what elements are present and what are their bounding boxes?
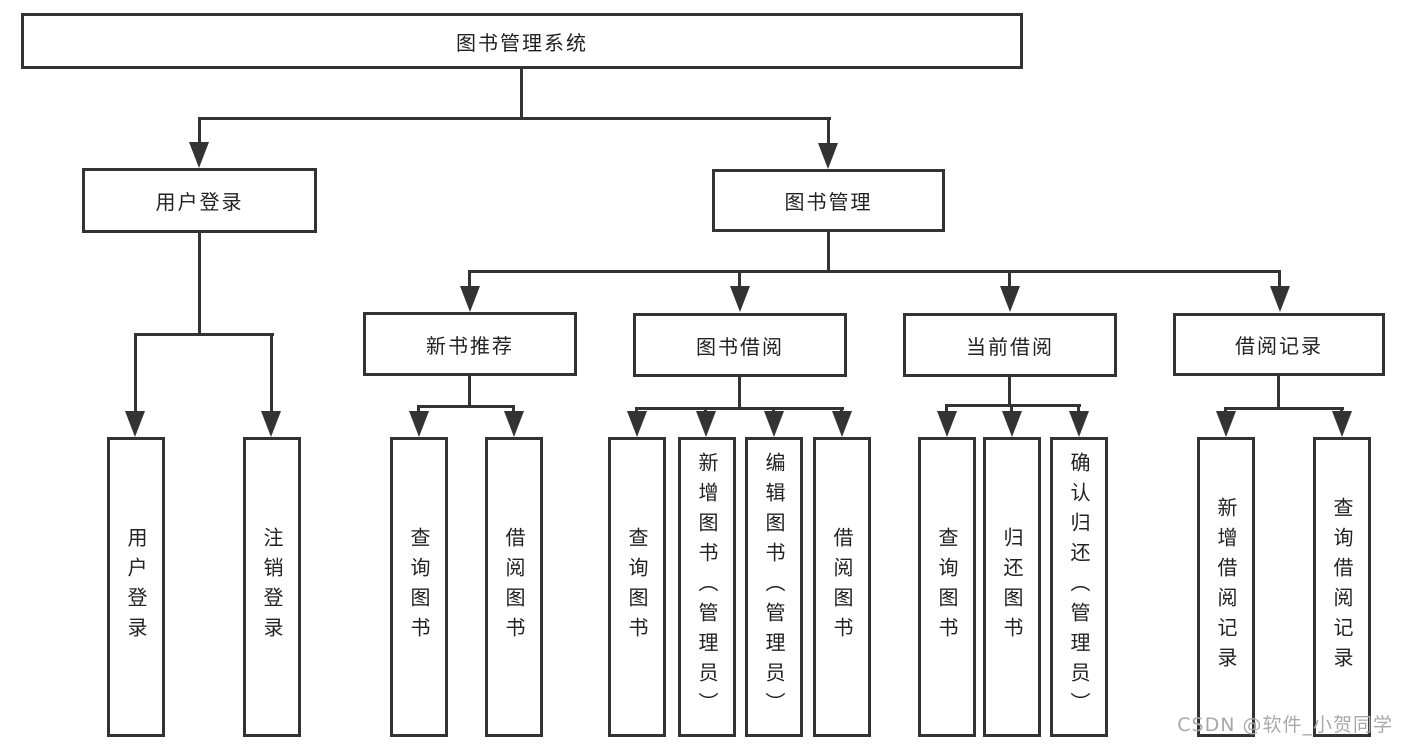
connector-line [1278,270,1281,290]
connector-line [1224,407,1344,410]
arrow-down-icon [504,411,524,437]
arrow-down-icon [832,411,852,437]
arrow-down-icon [189,142,209,168]
node-book-borrowing: 图书借阅 [633,313,847,377]
node-label: 确认归还（管理员） [1067,452,1091,722]
connector-line [1077,404,1080,414]
node-query-books-recommend: 查询图书 [390,437,448,737]
node-current-borrowing: 当前借阅 [903,313,1117,377]
arrow-down-icon [125,411,145,437]
node-borrow-books-recommend: 借阅图书 [485,437,543,737]
connector-line [512,405,515,415]
arrow-down-icon [818,143,838,169]
node-label: 借阅图书 [502,527,526,647]
node-label: 新增借阅记录 [1214,497,1238,677]
node-query-borrow-record: 查询借阅记录 [1313,437,1371,737]
node-label: 归还图书 [1000,527,1024,647]
node-confirm-return-admin: 确认归还（管理员） [1050,437,1108,737]
arrow-down-icon [627,411,647,437]
node-new-book-recommend: 新书推荐 [363,312,577,376]
node-user-login-leaf: 用户登录 [107,437,165,737]
node-label: 借阅图书 [830,527,854,647]
connector-line [417,405,420,415]
connector-line [468,374,471,408]
connector-line [134,333,137,415]
connector-line [945,404,1081,407]
arrow-down-icon [1270,286,1290,312]
connector-line [134,333,274,336]
node-add-books-admin: 新增图书（管理员） [678,437,736,737]
node-edit-books-admin: 编辑图书（管理员） [745,437,803,737]
node-label: 查询借阅记录 [1330,497,1354,677]
node-query-books-current: 查询图书 [918,437,976,737]
arrow-down-icon [1216,411,1236,437]
node-label: 新增图书（管理员） [695,452,719,722]
arrow-down-icon [937,411,957,437]
node-label: 图书管理系统 [456,30,588,55]
connector-line [635,407,844,410]
connector-line [417,405,515,408]
connector-line [827,117,830,145]
connector-line [1277,374,1280,410]
arrow-down-icon [764,411,784,437]
connector-line [945,404,948,414]
node-label: 查询图书 [625,527,649,647]
arrow-down-icon [1332,411,1352,437]
arrow-down-icon [696,411,716,437]
node-add-borrow-record: 新增借阅记录 [1197,437,1255,737]
node-label: 当前借阅 [966,334,1054,359]
node-label: 用户登录 [155,190,244,214]
node-user-login: 用户登录 [82,168,317,233]
arrow-down-icon [261,411,281,437]
node-label: 借阅记录 [1235,334,1323,358]
connector-line [1008,375,1011,407]
arrow-down-icon [730,286,750,312]
node-borrowing-records: 借阅记录 [1173,313,1385,376]
node-query-books-borrowing: 查询图书 [608,437,666,737]
arrow-down-icon [1002,411,1022,437]
node-label: 新书推荐 [426,333,514,358]
connector-line [1008,270,1011,290]
node-label: 图书管理 [784,190,873,214]
connector-line [738,375,741,410]
connector-line [198,117,831,120]
node-label: 注销登录 [260,527,284,647]
node-label: 图书借阅 [696,334,784,359]
connector-line [270,333,273,415]
arrow-down-icon [1000,286,1020,312]
node-book-management: 图书管理 [712,169,945,232]
node-borrow-books-borrowing: 借阅图书 [813,437,871,737]
connector-line [198,117,201,145]
arrow-down-icon [1069,411,1089,437]
node-library-management-system: 图书管理系统 [21,13,1023,69]
node-label: 查询图书 [935,527,959,647]
connector-line [198,231,201,335]
arrow-down-icon [409,411,429,437]
connector-line [468,270,1281,273]
node-return-books: 归还图书 [983,437,1041,737]
connector-line [738,270,741,290]
connector-line [827,230,830,272]
connector-line [1010,404,1013,414]
node-label: 用户登录 [124,527,148,647]
connector-line [468,270,471,290]
watermark: CSDN @软件_小贺同学 [1177,714,1393,736]
arrow-down-icon [460,286,480,312]
connector-line [520,69,523,119]
node-logout: 注销登录 [243,437,301,737]
node-label: 查询图书 [407,527,431,647]
node-label: 编辑图书（管理员） [762,452,786,722]
